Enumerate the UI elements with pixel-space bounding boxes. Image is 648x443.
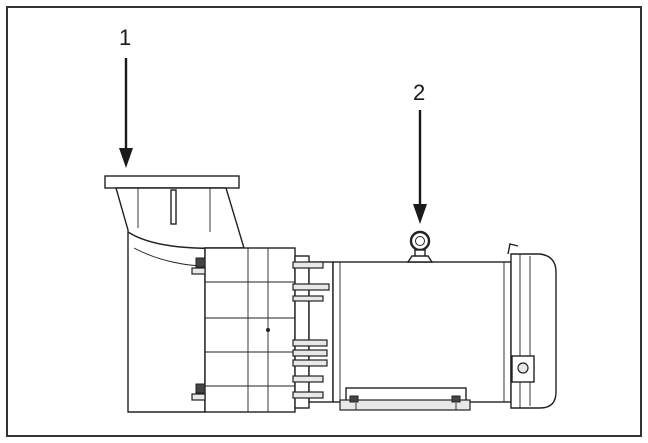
motor-body	[332, 243, 557, 411]
lifting-eyebolt	[406, 230, 434, 263]
seal-plate	[191, 247, 296, 413]
callout-label-2: 2	[413, 80, 425, 105]
motor-adapter	[292, 255, 334, 409]
arrow-head-2	[413, 204, 427, 224]
callout-label-1: 1	[119, 25, 131, 50]
suction-flange	[104, 175, 240, 189]
arrow-head-1	[119, 148, 133, 168]
callout-2: 2	[413, 80, 427, 224]
diagram-frame	[6, 6, 642, 437]
callout-1: 1	[119, 25, 133, 168]
